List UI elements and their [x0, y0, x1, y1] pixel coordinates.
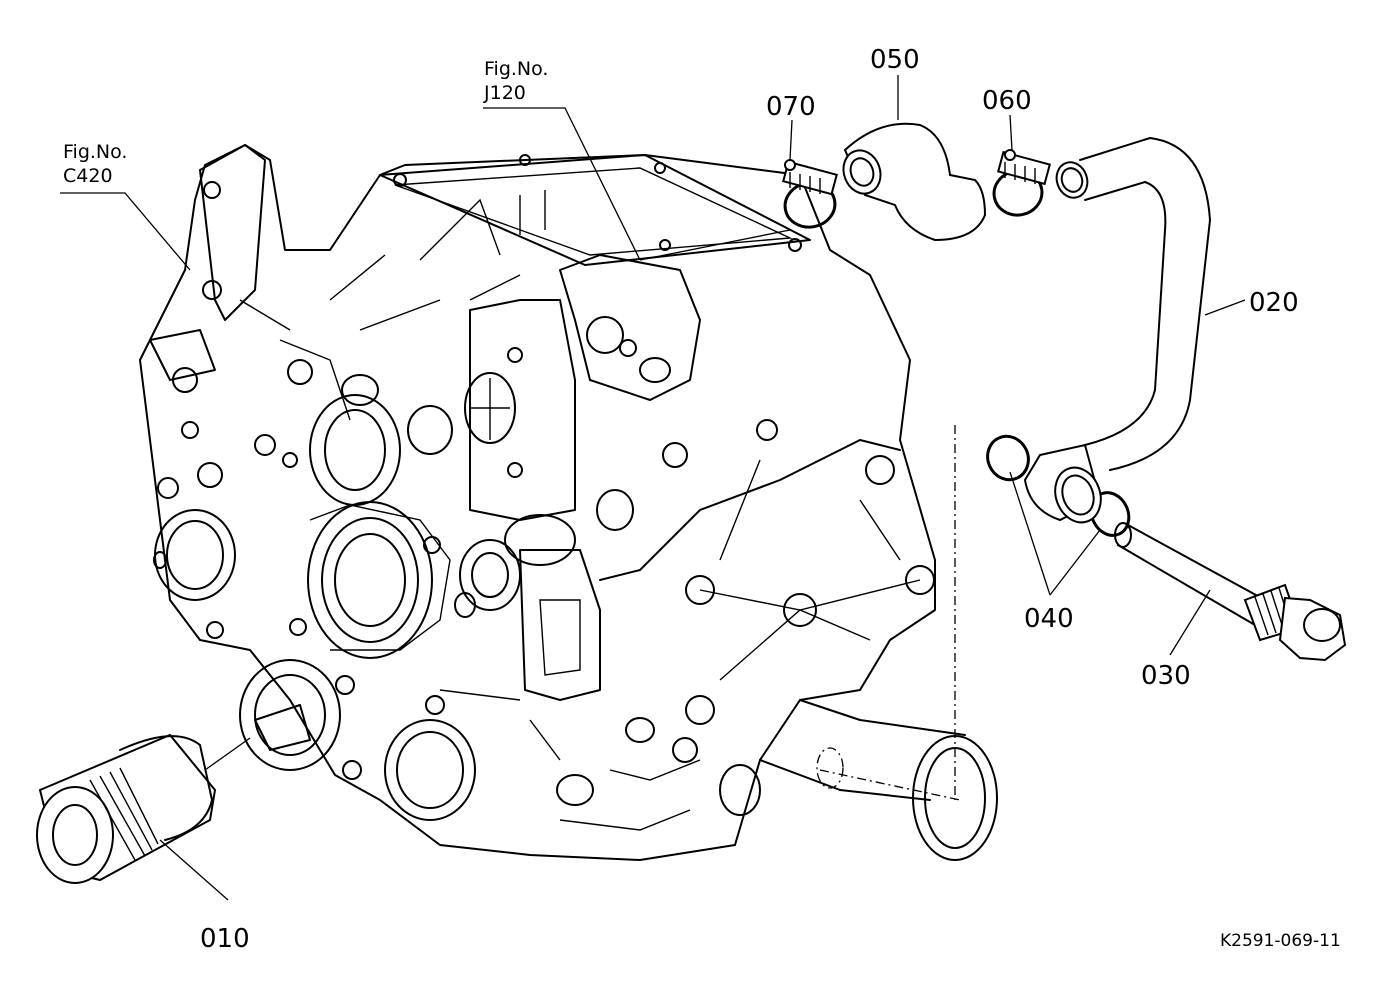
oil-filter: [36, 733, 251, 884]
leader-lines: [60, 75, 1246, 901]
part-label-070: 070: [766, 92, 816, 122]
fig-ref-j120-line1: Fig.No.: [484, 58, 549, 80]
clamp-070: [782, 159, 838, 229]
part-label-060: 060: [982, 86, 1032, 116]
part-label-050: 050: [870, 45, 920, 75]
fig-ref-j120: Fig.No. J120: [484, 58, 548, 106]
pipe-bolt: [1114, 522, 1347, 662]
fig-ref-c420-line1: Fig.No.: [63, 141, 128, 163]
drawing-code: K2591-069-11: [1220, 931, 1341, 951]
part-label-010: 010: [200, 924, 250, 954]
part-label-030: 030: [1141, 661, 1191, 691]
clamp-060: [992, 149, 1051, 217]
fig-ref-c420: Fig.No. C420: [63, 141, 127, 189]
part-label-020: 020: [1249, 288, 1299, 318]
fig-ref-c420-line2: C420: [63, 164, 113, 187]
hose-020: [1023, 137, 1211, 524]
hose-050: [842, 122, 987, 242]
fig-ref-j120-line2: J120: [484, 81, 526, 104]
part-label-040: 040: [1024, 604, 1074, 634]
main-housing: [139, 144, 998, 861]
